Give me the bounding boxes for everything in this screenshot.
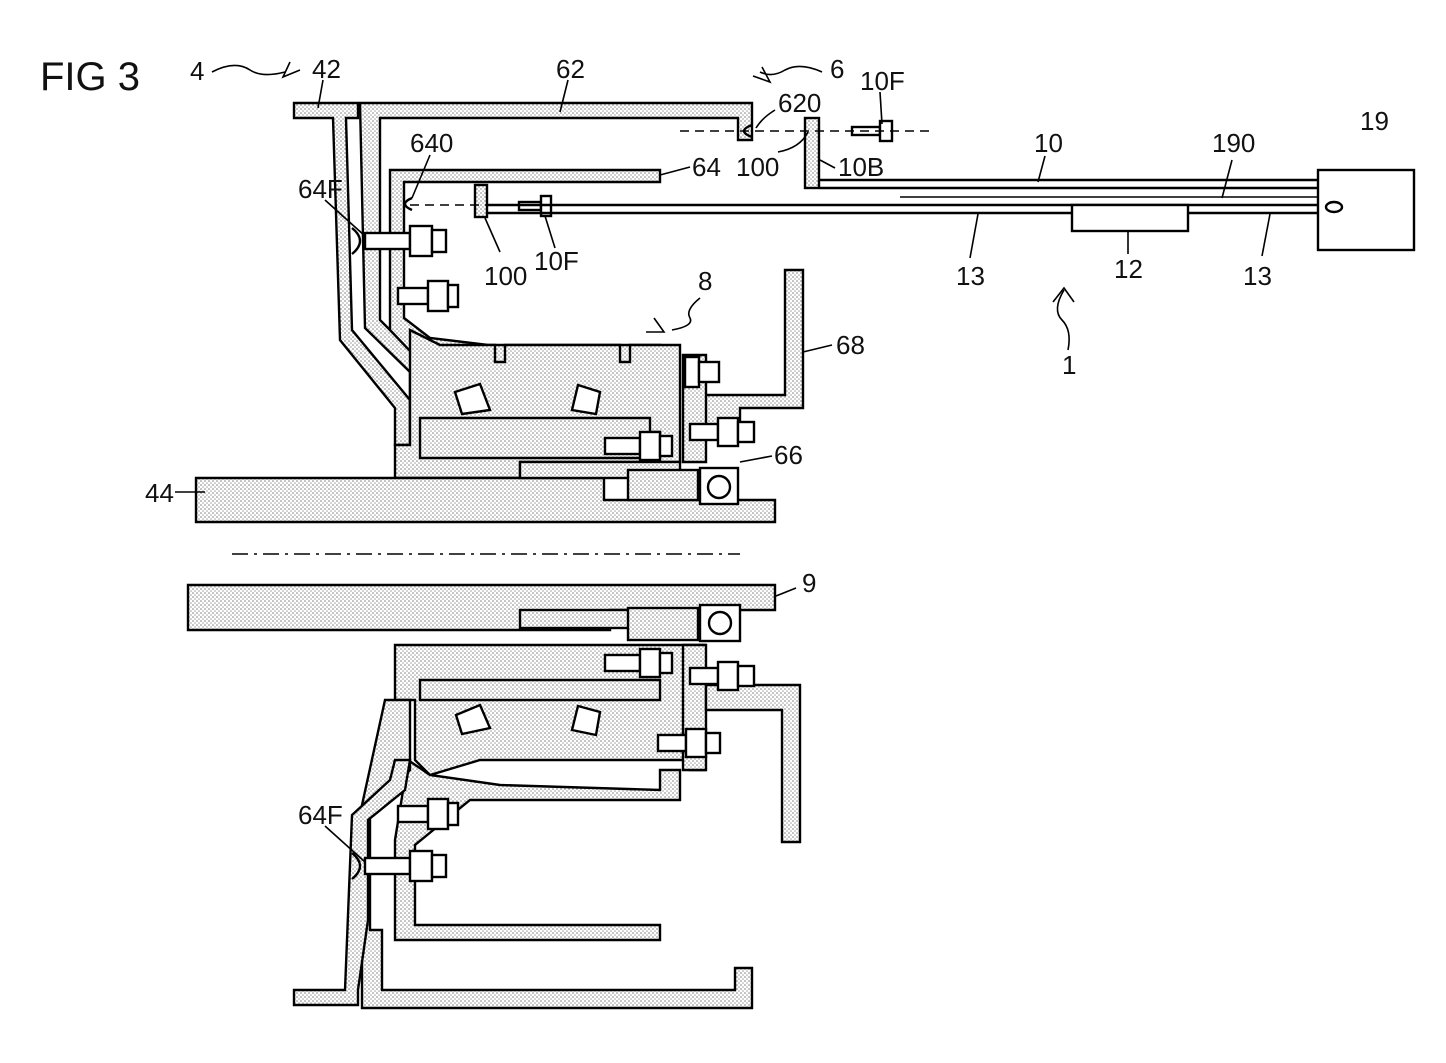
shaft-collar-bottom <box>520 610 630 628</box>
leader-8-arrow <box>646 318 664 332</box>
label-64F-top: 64F <box>298 174 343 204</box>
leader-100-mid <box>485 218 500 252</box>
bracket-68 <box>705 270 803 428</box>
bolt-upper-2 <box>398 281 458 311</box>
label-640: 640 <box>410 128 453 158</box>
leader-10B <box>820 160 835 168</box>
label-62: 62 <box>556 54 585 84</box>
label-12: 12 <box>1114 254 1143 284</box>
label-190: 190 <box>1212 128 1255 158</box>
label-66: 66 <box>774 440 803 470</box>
label-8: 8 <box>698 266 712 296</box>
label-13-right: 13 <box>1243 261 1272 291</box>
bolt-upper-3 <box>685 357 719 387</box>
leader-100-top <box>778 132 808 152</box>
leader-1 <box>1057 290 1069 350</box>
leader-66 <box>740 456 772 462</box>
leader-64 <box>660 167 690 175</box>
label-100-mid: 100 <box>484 261 527 291</box>
hook-640 <box>405 198 412 210</box>
label-42: 42 <box>312 54 341 84</box>
leader-10 <box>1038 156 1045 182</box>
leader-6 <box>760 66 822 74</box>
label-19: 19 <box>1360 106 1389 136</box>
leader-9 <box>776 588 796 596</box>
inner-sleeve-bottom <box>420 680 660 700</box>
label-44: 44 <box>145 478 174 508</box>
seal-top <box>628 470 698 500</box>
unit-19 <box>1318 170 1414 250</box>
label-9: 9 <box>802 568 816 598</box>
component-12 <box>1072 205 1188 231</box>
leader-10F-mid <box>545 216 555 248</box>
label-10F-mid: 10F <box>534 246 579 276</box>
ring-100-inner <box>475 185 487 217</box>
label-100-top: 100 <box>736 152 779 182</box>
rotor-carrier-bottom <box>395 760 680 940</box>
leader-8 <box>672 298 700 330</box>
label-10: 10 <box>1034 128 1063 158</box>
leader-4 <box>212 65 285 74</box>
label-620: 620 <box>778 88 821 118</box>
roller-bearing-bottom-right <box>572 706 600 735</box>
leader-10F-top <box>880 92 882 124</box>
housing-bottom <box>294 760 410 1005</box>
label-6: 6 <box>830 54 844 84</box>
label-68: 68 <box>836 330 865 360</box>
ball-bearing-top <box>708 476 730 498</box>
label-10F-top: 10F <box>860 66 905 96</box>
leader-4-arrow <box>283 62 300 77</box>
figure-title: FIG 3 <box>40 55 140 99</box>
seal-bottom <box>628 608 698 640</box>
label-64F-bottom: 64F <box>298 800 343 830</box>
leader-13-left <box>970 214 978 258</box>
leader-620 <box>756 110 775 128</box>
leader-68 <box>803 345 832 352</box>
label-10B: 10B <box>838 152 884 182</box>
bracket-bottom <box>706 685 800 842</box>
label-13-left: 13 <box>956 261 985 291</box>
ring-10B <box>805 118 819 188</box>
label-1: 1 <box>1062 350 1076 380</box>
label-4: 4 <box>190 56 204 86</box>
ball-bearing-bottom <box>709 612 731 634</box>
leader-13-right <box>1262 214 1270 256</box>
label-64: 64 <box>692 152 721 182</box>
